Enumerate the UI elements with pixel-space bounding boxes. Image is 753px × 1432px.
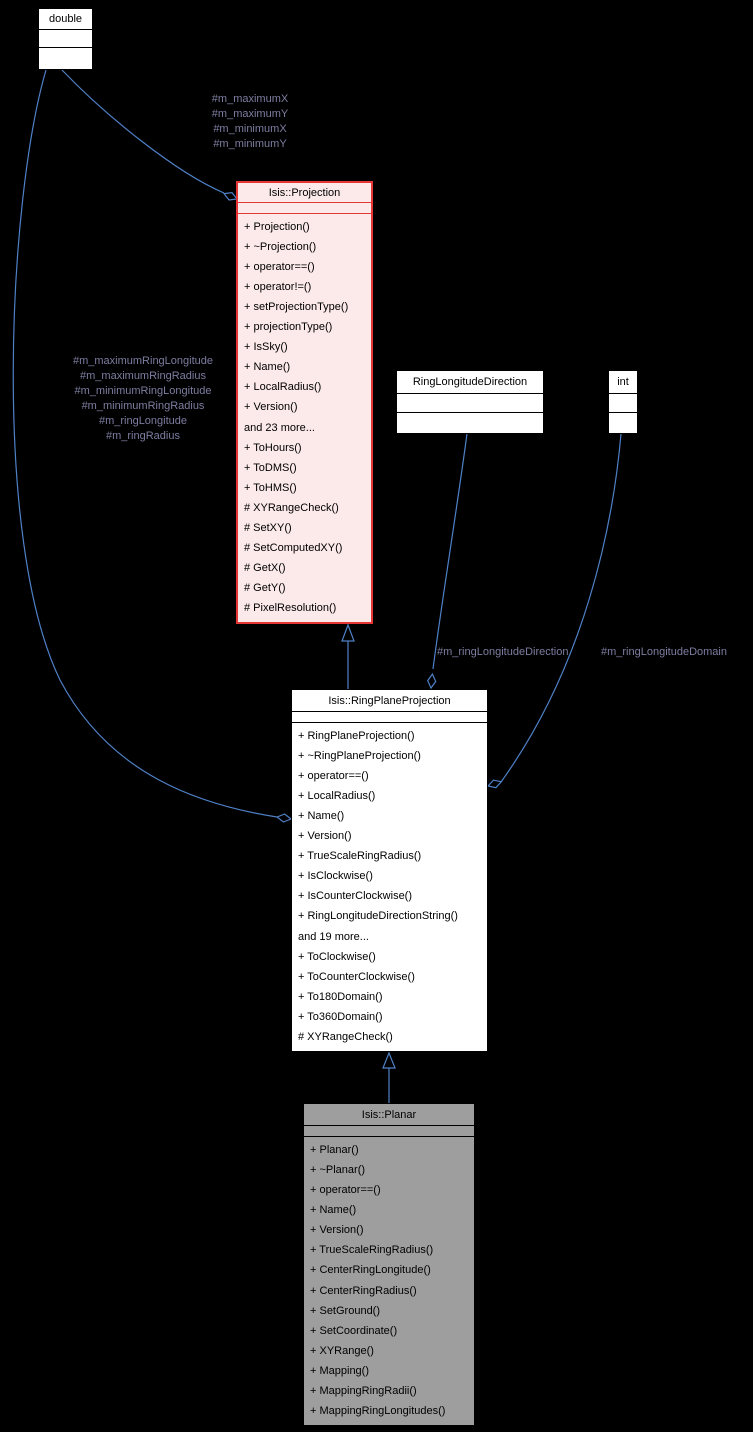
attributes-compartment xyxy=(609,394,637,413)
class-box-ringlongitudedirection[interactable]: RingLongitudeDirection xyxy=(396,370,544,434)
method-item: + Name() xyxy=(244,361,291,374)
method-item: + ToCounterClockwise() xyxy=(298,970,415,983)
class-title: int xyxy=(609,371,637,394)
method-item: + Version() xyxy=(310,1224,364,1237)
method-item: + RingPlaneProjection() xyxy=(298,730,415,743)
method-item: + Name() xyxy=(298,810,345,823)
class-title: Isis::RingPlaneProjection xyxy=(292,690,487,712)
inheritance-arrow-ringplane xyxy=(382,1051,396,1069)
operations-compartment xyxy=(609,413,637,433)
method-item-more: and 19 more... xyxy=(298,930,369,943)
method-item: # XYRangeCheck() xyxy=(244,501,339,514)
method-item: + IsCounterClockwise() xyxy=(298,890,413,903)
class-title: Isis::Projection xyxy=(238,183,371,203)
edge-double-to-projection xyxy=(61,69,225,194)
method-item: # PixelResolution() xyxy=(244,601,337,614)
method-item: + operator!=() xyxy=(244,281,312,294)
method-item: + operator==() xyxy=(298,770,369,783)
class-title: Isis::Planar xyxy=(304,1104,474,1126)
method-list: + Projection() + ~Projection() + operato… xyxy=(238,214,371,622)
class-box-double[interactable]: double xyxy=(38,8,93,70)
method-list: + Planar() + ~Planar() + operator==() + … xyxy=(304,1137,474,1425)
class-title: double xyxy=(39,9,92,30)
edge-label-line: #m_minimumY xyxy=(213,138,287,150)
method-item: + setProjectionType() xyxy=(244,301,349,314)
method-item: + SetGround() xyxy=(310,1304,381,1317)
method-item: + SetCoordinate() xyxy=(310,1324,398,1337)
method-item: + IsClockwise() xyxy=(298,870,373,883)
edge-label-line: #m_maximumY xyxy=(211,108,289,120)
method-item: + LocalRadius() xyxy=(298,790,376,803)
aggregation-diamond-ringplane-top xyxy=(427,672,437,690)
method-item: + Name() xyxy=(310,1204,357,1217)
edge-label-line: #m_maximumX xyxy=(211,93,289,105)
edge-label-int-member: #m_ringLongitudeDomain xyxy=(601,646,727,658)
method-item: + ToDMS() xyxy=(244,461,297,474)
method-item: # SetComputedXY() xyxy=(244,541,343,554)
method-item: + ~Projection() xyxy=(244,241,317,254)
method-item: # GetY() xyxy=(244,581,286,594)
method-item: + ToHMS() xyxy=(244,481,297,494)
method-item-more: and 23 more... xyxy=(244,421,315,434)
method-item: + To180Domain() xyxy=(298,990,383,1003)
attributes-compartment xyxy=(39,30,92,48)
operations-compartment xyxy=(39,48,92,69)
method-item: + ~Planar() xyxy=(310,1164,366,1177)
method-item: + Version() xyxy=(244,401,298,414)
method-item: + XYRange() xyxy=(310,1344,374,1357)
class-box-isis-planar[interactable]: Isis::Planar + Planar() + ~Planar() + op… xyxy=(303,1103,475,1426)
method-item: + Planar() xyxy=(310,1144,359,1157)
method-item: + TrueScaleRingRadius() xyxy=(298,850,422,863)
method-item: + IsSky() xyxy=(244,341,288,354)
method-item: + operator==() xyxy=(244,261,315,274)
inheritance-arrow-projection xyxy=(341,623,355,642)
aggregation-diamond-ringplane-right xyxy=(486,779,503,789)
edge-label-line: #m_ringLongitude xyxy=(98,415,188,427)
edge-label-line: #m_maximumRingLongitude xyxy=(72,355,213,367)
edge-int-to-ringplane xyxy=(500,433,622,783)
method-item: # SetXY() xyxy=(244,521,292,534)
method-item: + LocalRadius() xyxy=(244,381,322,394)
method-item: + ToClockwise() xyxy=(298,950,376,963)
method-item: + CenterRingLongitude() xyxy=(310,1264,431,1277)
method-item: + operator==() xyxy=(310,1184,381,1197)
edge-label-double-projection-members: #m_maximumX #m_maximumY #m_minimumX #m_m… xyxy=(188,92,312,152)
method-item: # GetX() xyxy=(244,561,286,574)
aggregation-diamond-projection xyxy=(222,191,239,201)
method-item: + CenterRingRadius() xyxy=(310,1284,417,1297)
attributes-compartment xyxy=(292,712,487,723)
edge-label-double-ringplane-members: #m_maximumRingLongitude #m_maximumRingRa… xyxy=(55,354,231,444)
edge-label-line: #m_minimumRingRadius xyxy=(81,400,205,412)
edge-label-line: #m_minimumRingLongitude xyxy=(74,385,212,397)
method-item: + ToHours() xyxy=(244,441,302,454)
method-item: + MappingRingRadii() xyxy=(310,1384,417,1397)
method-item: + MappingRingLongitudes() xyxy=(310,1404,446,1417)
edge-label-line: #m_minimumX xyxy=(213,123,287,135)
aggregation-diamond-ringplane-left xyxy=(275,813,293,823)
method-item: + Mapping() xyxy=(310,1364,370,1377)
edge-label-line: #m_ringRadius xyxy=(106,430,180,442)
class-box-isis-ringplaneprojection[interactable]: Isis::RingPlaneProjection + RingPlanePro… xyxy=(291,689,488,1052)
method-item: + Version() xyxy=(298,830,352,843)
edge-label-line: #m_maximumRingRadius xyxy=(80,370,206,382)
method-item: + Projection() xyxy=(244,221,310,234)
attributes-compartment xyxy=(397,394,543,413)
attributes-compartment xyxy=(238,203,371,214)
method-item: # XYRangeCheck() xyxy=(298,1030,393,1043)
method-item: + ~RingPlaneProjection() xyxy=(298,750,421,763)
edge-double-to-ringplaneprojection xyxy=(12,69,278,818)
method-item: + TrueScaleRingRadius() xyxy=(310,1244,434,1257)
operations-compartment xyxy=(397,413,543,433)
class-box-int[interactable]: int xyxy=(608,370,638,434)
attributes-compartment xyxy=(304,1126,474,1137)
edge-label-ringlongitudedirection-member: #m_ringLongitudeDirection xyxy=(437,646,569,658)
edge-ringlongitudedirection-to-ringplane xyxy=(432,433,468,670)
method-item: + projectionType() xyxy=(244,321,333,334)
class-title: RingLongitudeDirection xyxy=(397,371,543,394)
method-item: + To360Domain() xyxy=(298,1010,383,1023)
method-item: + RingLongitudeDirectionString() xyxy=(298,910,458,923)
method-list: + RingPlaneProjection() + ~RingPlaneProj… xyxy=(292,723,487,1051)
class-box-isis-projection[interactable]: Isis::Projection + Projection() + ~Proje… xyxy=(236,181,373,624)
